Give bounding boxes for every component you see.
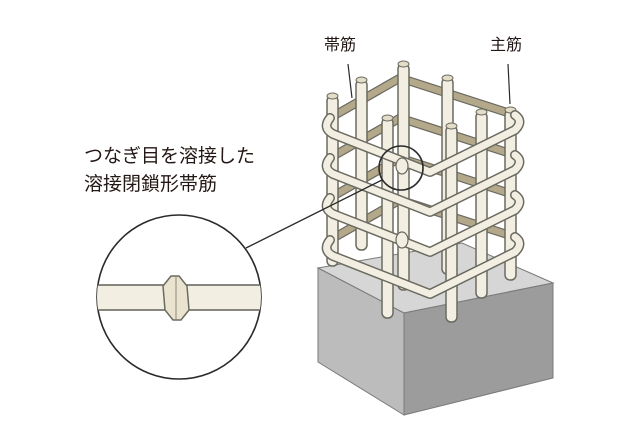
weld-marks bbox=[395, 157, 409, 249]
concrete-base-side bbox=[403, 282, 554, 416]
hoops-front bbox=[321, 110, 525, 299]
main-bar bbox=[355, 76, 368, 251]
weld-mark bbox=[395, 157, 409, 175]
main-bar bbox=[397, 60, 410, 291]
main-bar bbox=[381, 114, 394, 319]
main-bar-label: 主筋 bbox=[490, 35, 522, 54]
main-bar bbox=[475, 108, 488, 299]
weld-mark bbox=[395, 231, 409, 249]
main-bar bbox=[445, 122, 458, 323]
hoop-label-leader bbox=[347, 63, 353, 99]
callout-text-line1: つなぎ目を溶接した bbox=[84, 145, 255, 167]
main-bar-label-leader bbox=[507, 63, 511, 105]
callout-text-line2: 溶接閉鎖形帯筋 bbox=[84, 173, 217, 195]
zoom-detail bbox=[96, 214, 262, 380]
callout-leader-line bbox=[245, 179, 383, 249]
weld-callout-ring bbox=[378, 145, 424, 191]
hoop-label: 帯筋 bbox=[324, 35, 356, 54]
